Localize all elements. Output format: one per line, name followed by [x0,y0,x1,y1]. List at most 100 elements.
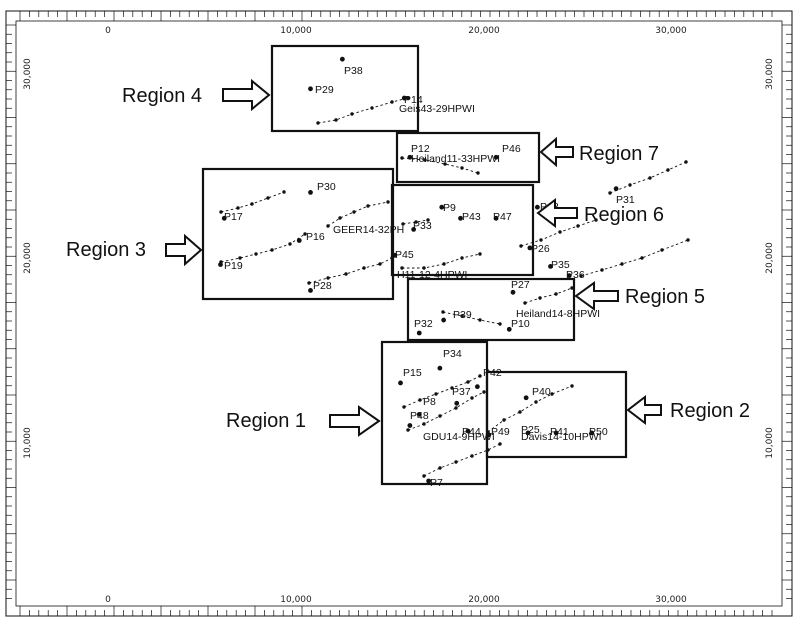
lateral-station [282,190,286,194]
lateral-station [518,410,522,414]
lateral-trace [220,233,306,263]
well-dot [437,365,443,371]
well-label: P42 [483,367,502,379]
lateral-station [236,206,240,210]
lateral-station [498,322,502,326]
well-label: P40 [532,386,551,398]
well-dot [401,95,407,101]
well-dot [493,215,499,221]
well-label: P39 [453,309,472,321]
lateral-station [558,230,562,234]
well-dot [493,154,499,160]
well-dot [458,215,463,221]
lateral-station [326,224,330,228]
lateral-station [406,428,410,432]
well-dot [416,330,422,336]
region-label-1: Region 1 [226,410,306,432]
region-label-7: Region 7 [579,143,659,165]
outer-frame [5,10,793,617]
lateral-station [686,238,690,242]
well-dot [527,245,533,251]
well-label: P36 [566,269,585,281]
lateral-station [666,168,670,172]
region-7-arrow [539,136,574,168]
well-label: P7 [430,477,443,489]
well-points [218,56,619,484]
lateral-station [539,238,543,242]
well-label: P46 [502,143,521,155]
lateral-station [266,196,270,200]
well-label: P16 [306,231,325,243]
x-tick-label-bottom: 30,000 [655,595,687,605]
lateral-station [307,281,311,285]
well-dot [221,215,227,221]
well-label: P43 [462,211,481,223]
lateral-station [423,158,427,162]
well-label: P19 [224,260,243,272]
lateral-station [438,414,442,418]
lateral-station [628,183,632,187]
well-dot [589,430,595,436]
lateral-station [350,112,354,116]
lateral-station [288,242,292,246]
y-tick-label-left: 20,000 [23,242,33,274]
lateral-station [476,171,480,175]
lateral-station [316,121,320,125]
lateral-station [303,232,307,236]
well-dot [339,56,345,62]
well-label: P49 [491,426,510,438]
lateral-station [254,252,258,256]
lateral-trace [317,97,409,124]
lateral-station [250,202,254,206]
well-dot [392,252,398,258]
lateral-trace [524,287,573,304]
lateral-label: H11-12-4HPWI [397,269,467,281]
lateral-station [238,256,242,260]
well-label: P50 [589,426,608,438]
lateral-station [460,256,464,260]
well-label: P33 [413,220,432,232]
x-tick-label-bottom: 0 [105,595,111,605]
lateral-station [338,216,342,220]
lateral-trace [403,375,481,408]
lateral-station [534,400,538,404]
region-4-arrow [222,78,271,112]
lateral-station [660,248,664,252]
well-dot [534,204,540,210]
well-dot [510,289,516,295]
lateral-station [502,418,506,422]
well-label: P9 [443,202,456,214]
well-label: P8 [423,396,436,408]
lateral-trace [308,257,393,284]
lateral-station [422,266,426,270]
well-label: P14 [404,94,423,106]
lateral-station [434,392,438,396]
lateral-station [470,396,474,400]
lateral-station [600,268,604,272]
lateral-trace [487,385,573,433]
well-dot [426,478,432,484]
well-dot [548,264,553,269]
lateral-station [414,220,418,224]
well-dot [308,190,313,195]
well-dot [416,412,422,417]
well-dot [523,395,529,401]
lateral-station [443,162,447,166]
lateral-station [344,272,348,276]
region-box-7 [395,131,541,184]
lateral-station [579,274,583,278]
lateral-trace [580,239,689,277]
region-label-4: Region 4 [122,85,202,107]
region-box-2 [485,370,628,459]
x-tick-label-top: 0 [105,26,111,36]
well-dot [613,186,619,192]
inner-frame [15,20,783,607]
lateral-station [406,96,410,100]
lateral-station [478,318,482,322]
lateral-station [386,200,390,204]
well-label: P41 [550,426,569,438]
well-label: P38 [344,65,363,77]
lateral-station [418,398,422,402]
lateral-station [352,210,356,214]
